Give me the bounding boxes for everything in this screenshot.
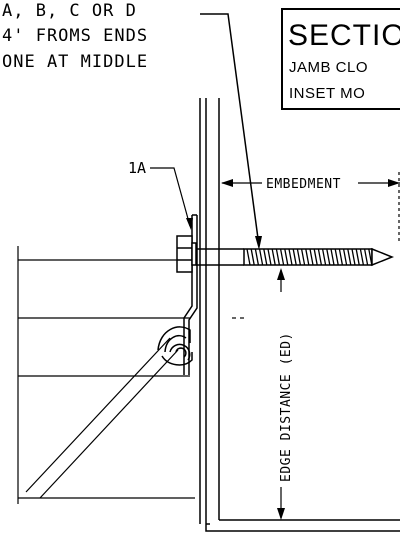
edge-distance-dimension: EDGE DISTANCE (ED): [277, 268, 294, 520]
callout-1a-label: 1A: [128, 159, 146, 177]
thread-line: [309, 248, 314, 266]
thread-line: [359, 248, 365, 266]
diagonal-brace-outer: [25, 337, 171, 493]
thread-line: [342, 248, 348, 266]
hook-clip: [157, 326, 193, 366]
thread-line: [254, 248, 260, 266]
thread-line: [321, 248, 327, 266]
thread-line: [292, 248, 297, 266]
thread-line: [300, 248, 306, 266]
section-box: SECTIO JAMB CLO INSET MO: [281, 8, 400, 110]
thread-line: [258, 248, 264, 266]
thread-line: [355, 248, 360, 266]
note-leader-line: [200, 13, 260, 247]
note-line-3: ONE AT MIDDLE: [2, 52, 148, 72]
callout-1a: 1A: [128, 159, 193, 230]
thread-line: [351, 248, 356, 266]
note-line-1: A, B, C OR D: [2, 1, 137, 21]
thread-line: [279, 248, 285, 266]
thread-line: [267, 248, 272, 266]
hex-bolt-head: [176, 235, 197, 273]
callout-1a-leader: [150, 167, 191, 227]
thread-line: [326, 248, 331, 266]
thread-line: [250, 248, 255, 266]
washer: [191, 242, 197, 266]
diagonal-brace-inner: [39, 349, 179, 499]
thread-line: [363, 248, 369, 266]
thread-line: [313, 248, 318, 266]
thread-line: [368, 248, 373, 266]
thread-line: [246, 248, 251, 266]
thread-line: [288, 248, 293, 266]
section-box-frame: [281, 8, 400, 110]
edge-distance-label: EDGE DISTANCE (ED): [279, 332, 294, 482]
screw-threads: [246, 248, 373, 266]
section-title: SECTIO: [288, 19, 400, 52]
jamb-substrate: [199, 98, 400, 532]
thread-line: [334, 248, 339, 266]
thread-line: [296, 248, 302, 266]
thread-line: [347, 248, 352, 266]
thread-line: [284, 248, 289, 266]
embedment-label: EMBEDMENT: [266, 177, 341, 192]
embedment-dimension: EMBEDMENT: [221, 172, 400, 244]
note-line-2: 4' FROMS ENDS: [2, 26, 148, 46]
jamb-bottom-line: [205, 524, 400, 532]
thread-line: [305, 248, 310, 266]
thread-line: [317, 248, 323, 266]
note-leader-arrowhead: [255, 236, 262, 250]
frame-profile: [17, 246, 195, 504]
thread-line: [275, 248, 281, 266]
thread-line: [338, 248, 344, 266]
section-subtitle-2: INSET MO: [289, 85, 365, 102]
thread-line: [271, 248, 276, 266]
section-subtitle-1: JAMB CLO: [289, 59, 368, 76]
screw-tip: [371, 247, 395, 267]
thread-line: [263, 248, 268, 266]
note-block: A, B, C OR D 4' FROMS ENDS ONE AT MIDDLE: [2, 1, 148, 72]
thread-line: [330, 248, 335, 266]
